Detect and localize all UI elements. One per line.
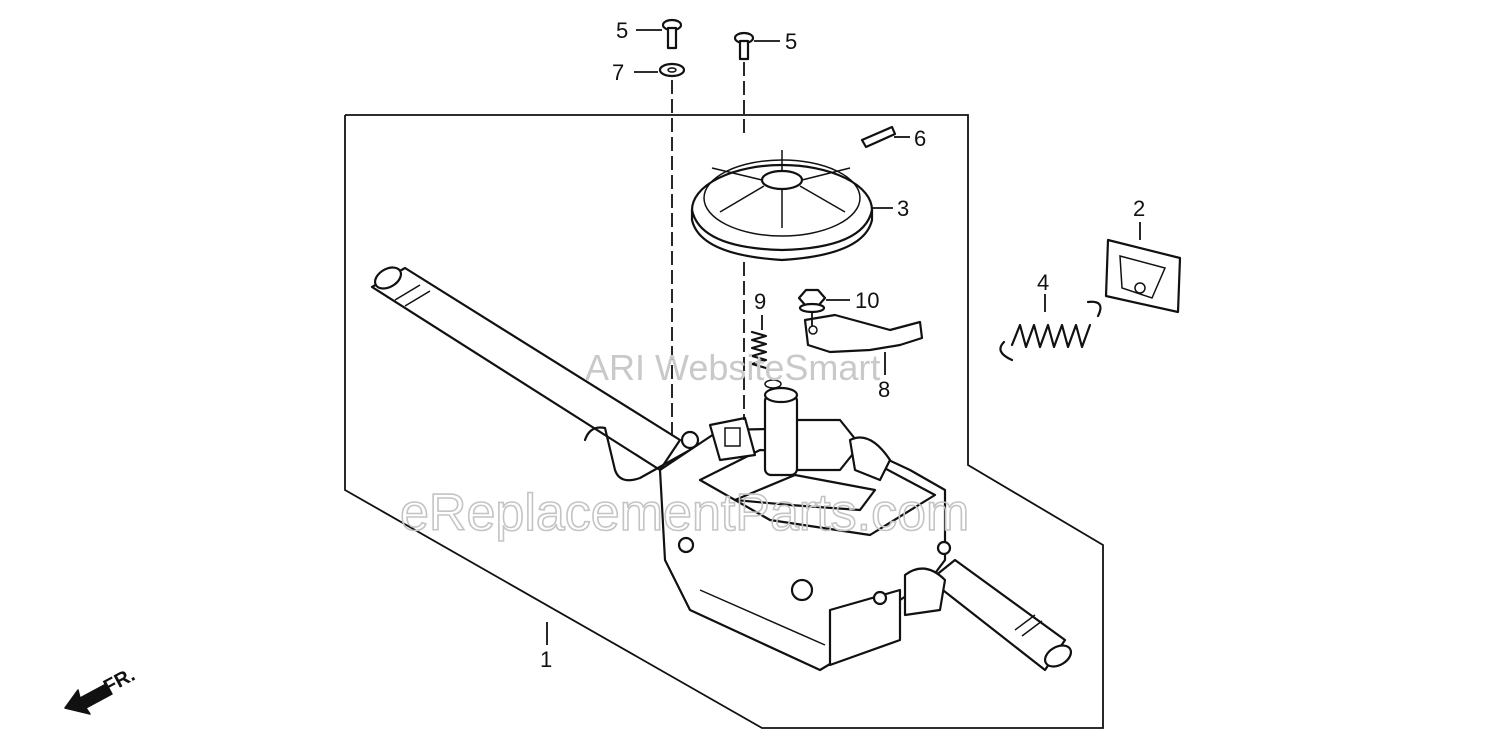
roll-pin — [860, 125, 897, 149]
callout-5b: 5 — [785, 29, 797, 54]
assembly-boundary — [344, 114, 1104, 729]
site-watermark: eReplacementParts.com — [400, 484, 969, 542]
flange-nut — [797, 288, 827, 314]
callout-1: 1 — [540, 647, 552, 672]
callout-2: 2 — [1133, 196, 1145, 221]
front-direction-arrow: FR. — [64, 664, 139, 715]
callout-8: 8 — [878, 377, 890, 402]
left-axle-shaft — [370, 266, 682, 472]
callout-3: 3 — [897, 196, 909, 221]
small-spring — [750, 330, 782, 389]
ari-watermark: ARI WebsiteSmart — [585, 347, 880, 388]
bracket — [1104, 238, 1182, 314]
callout-7: 7 — [612, 60, 624, 85]
gearbox-housing — [658, 386, 952, 672]
bolt-right — [733, 31, 755, 61]
shift-rod — [583, 426, 692, 482]
callout-4: 4 — [1037, 270, 1049, 295]
callout-10: 10 — [855, 288, 879, 313]
bolt-left — [661, 18, 683, 50]
callout-6: 6 — [914, 126, 926, 151]
right-axle-shaft — [928, 558, 1073, 672]
pulley — [690, 150, 874, 262]
washer — [658, 62, 686, 78]
callout-5a: 5 — [616, 18, 628, 43]
tension-spring — [999, 300, 1102, 362]
lever-plate — [803, 313, 924, 354]
callout-9: 9 — [754, 289, 766, 314]
